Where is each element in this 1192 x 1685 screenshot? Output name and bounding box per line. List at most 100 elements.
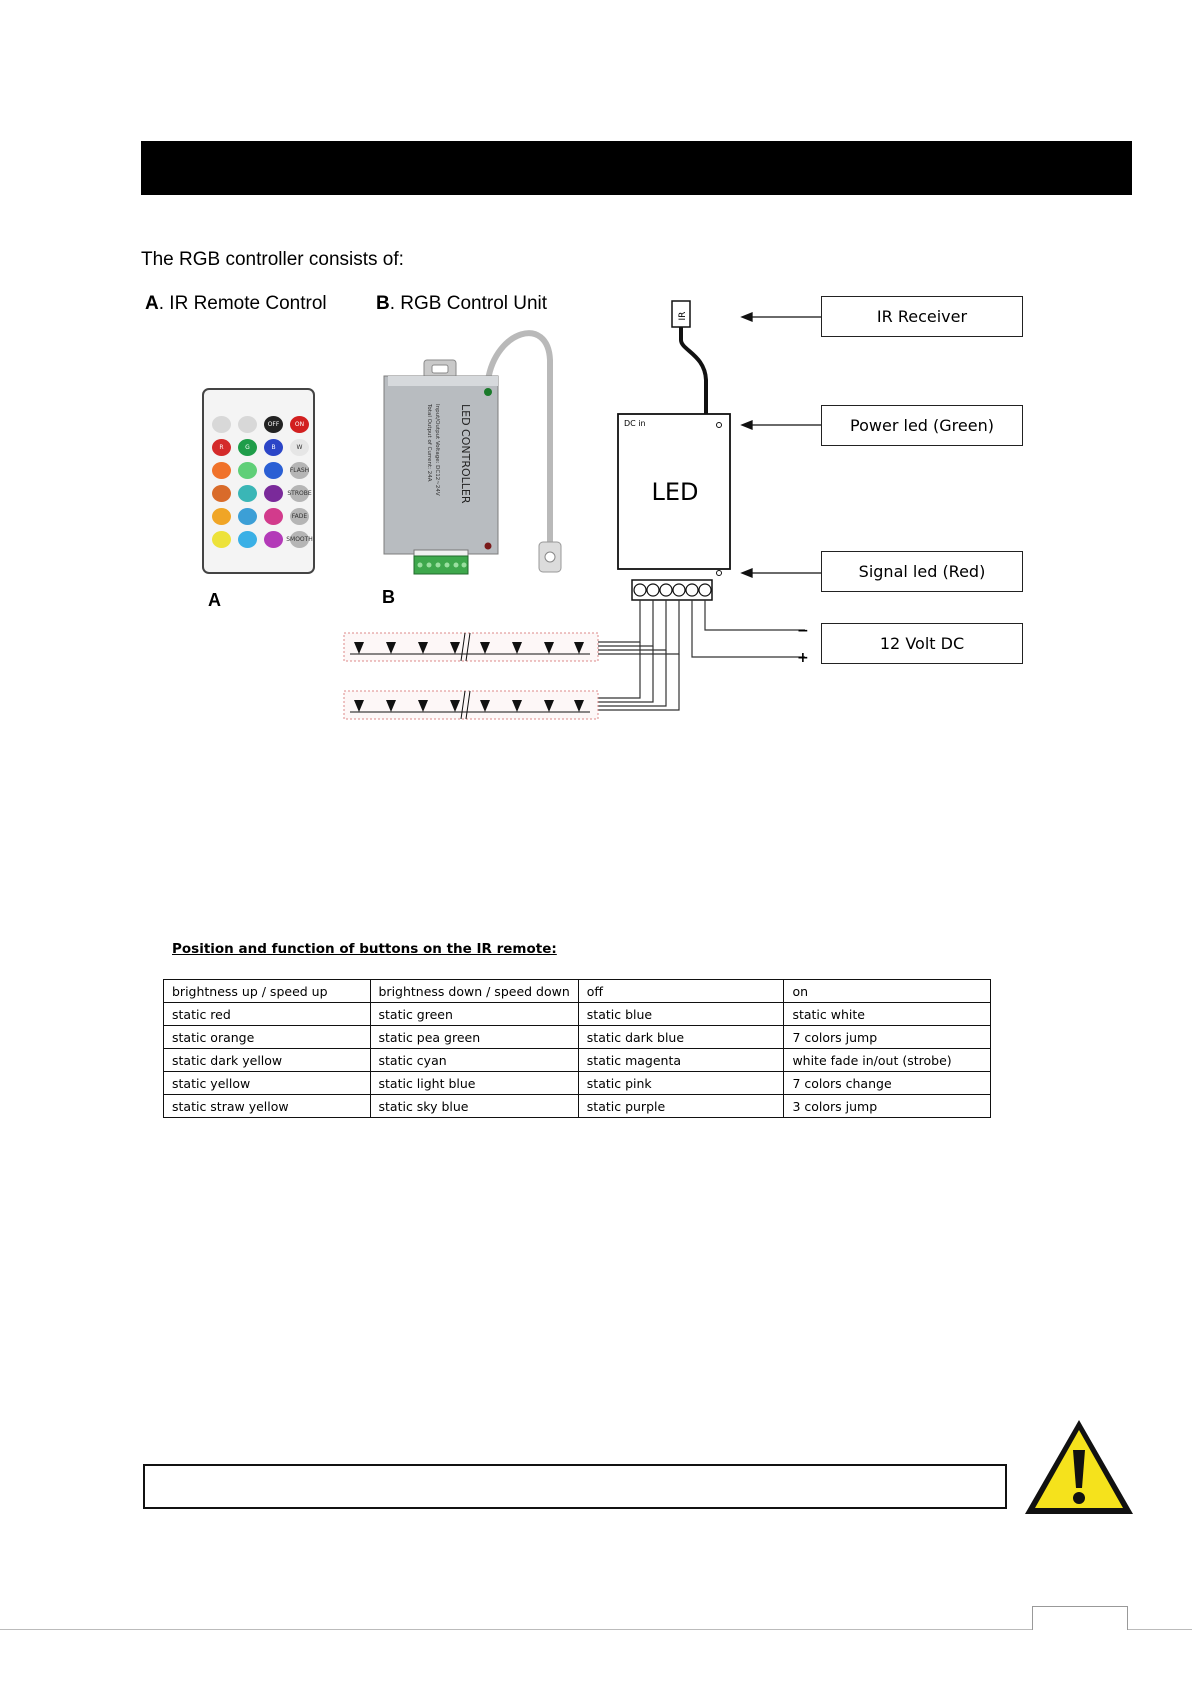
remote-button (238, 508, 257, 525)
terminal-block (413, 555, 469, 575)
controller-cable (485, 330, 553, 545)
remote-button: FLASH (290, 462, 309, 479)
table-cell: static green (369, 1002, 579, 1026)
table-cell: brightness down / speed down (369, 979, 579, 1003)
plus-label: + (797, 650, 809, 666)
part-b-letter: B (376, 293, 390, 314)
callout-ir-receiver: IR Receiver (821, 296, 1023, 337)
remote-button (264, 531, 283, 548)
ir-tag: IR (678, 312, 688, 321)
intro-text: The RGB controller consists of: (141, 249, 404, 270)
part-b-text: . RGB Control Unit (389, 293, 548, 314)
callout-power-led: Power led (Green) (821, 405, 1023, 446)
table-cell: static pea green (369, 1025, 579, 1049)
remote-button: OFF (264, 416, 283, 433)
controller-drawing: LED CONTROLLER Input/Output Voltage: DC1… (383, 330, 562, 575)
ir-sensor-eye (544, 551, 556, 563)
table-cell: static orange (163, 1025, 371, 1049)
warning-triangle-icon (1025, 1420, 1133, 1514)
figure-letter-a: A (208, 590, 221, 610)
table-cell: 3 colors jump (783, 1094, 991, 1118)
part-a-letter: A (145, 293, 159, 314)
remote-button (212, 531, 231, 548)
controller-title: LED CONTROLLER (459, 404, 472, 504)
remote-button: R (212, 439, 231, 456)
remote-button (238, 416, 257, 433)
minus-label: − (797, 623, 809, 639)
remote-button: FADE (290, 508, 309, 525)
callout-signal-led: Signal led (Red) (821, 551, 1023, 592)
remote-button (212, 416, 231, 433)
part-b-label: B. RGB Control Unit (376, 293, 547, 315)
warning-box (143, 1464, 1007, 1509)
remote-button: STROBE (287, 485, 312, 502)
remote-button (212, 508, 231, 525)
remote-button (264, 485, 283, 502)
callout-12-volt-dc: 12 Volt DC (821, 623, 1023, 664)
table-cell: static pink (577, 1071, 785, 1095)
remote-button (264, 508, 283, 525)
remote-button: W (290, 439, 309, 456)
footer-line (0, 1629, 1192, 1630)
controller-spec-2: Total Output of Current: 24A (426, 403, 432, 482)
table-cell: static yellow (163, 1071, 371, 1095)
power-led-marker (716, 422, 722, 428)
table-cell: 7 colors jump (783, 1025, 991, 1049)
table-cell: on (783, 979, 991, 1003)
led-controller-box (617, 413, 731, 570)
table-cell: off (577, 979, 785, 1003)
table-title: Position and function of buttons on the … (172, 941, 557, 957)
page-number-box (1032, 1606, 1128, 1630)
led-strip-2 (343, 690, 599, 720)
dc-in-label: DC in (624, 419, 646, 428)
remote-button (264, 462, 283, 479)
remote-button (238, 485, 257, 502)
table-cell: brightness up / speed up (163, 979, 371, 1003)
remote-button: B (264, 439, 283, 456)
table-cell: static dark blue (577, 1025, 785, 1049)
wiring-schematic: IR DC in LED − + (343, 300, 821, 720)
table-cell: 7 colors change (783, 1071, 991, 1095)
remote-button: SMOOTH (286, 531, 313, 548)
table-cell: static cyan (369, 1048, 579, 1072)
signal-led-dot (484, 542, 492, 550)
remote-button: ON (290, 416, 309, 433)
table-cell: static red (163, 1002, 371, 1026)
figure-letter-b: B (382, 587, 395, 607)
table-cell: white fade in/out (strobe) (783, 1048, 991, 1072)
table-cell: static sky blue (369, 1094, 579, 1118)
controller-body (383, 375, 499, 555)
remote-button (238, 531, 257, 548)
remote-button (212, 485, 231, 502)
table-cell: static dark yellow (163, 1048, 371, 1072)
table-cell: static straw yellow (163, 1094, 371, 1118)
table-cell: static white (783, 1002, 991, 1026)
led-strip-1 (343, 632, 599, 662)
remote-button: G (238, 439, 257, 456)
remote-button (238, 462, 257, 479)
power-led-dot (484, 388, 492, 396)
rgb-control-unit-image: LED CONTROLLER Input/Output Voltage: DC1… (378, 320, 598, 590)
part-a-text: . IR Remote Control (158, 293, 327, 314)
table-cell: static blue (577, 1002, 785, 1026)
ir-cable (679, 327, 708, 414)
controller-spec-1: Input/Output Voltage: DC12~24V (434, 404, 440, 496)
remote-button (212, 462, 231, 479)
table-cell: static purple (577, 1094, 785, 1118)
part-a-label: A. IR Remote Control (145, 293, 327, 315)
table-cell: static light blue (369, 1071, 579, 1095)
led-box-label: LED (651, 478, 698, 506)
signal-led-marker (716, 570, 722, 576)
table-cell: static magenta (577, 1048, 785, 1072)
led-diodes (354, 642, 584, 712)
header-bar (141, 141, 1132, 195)
